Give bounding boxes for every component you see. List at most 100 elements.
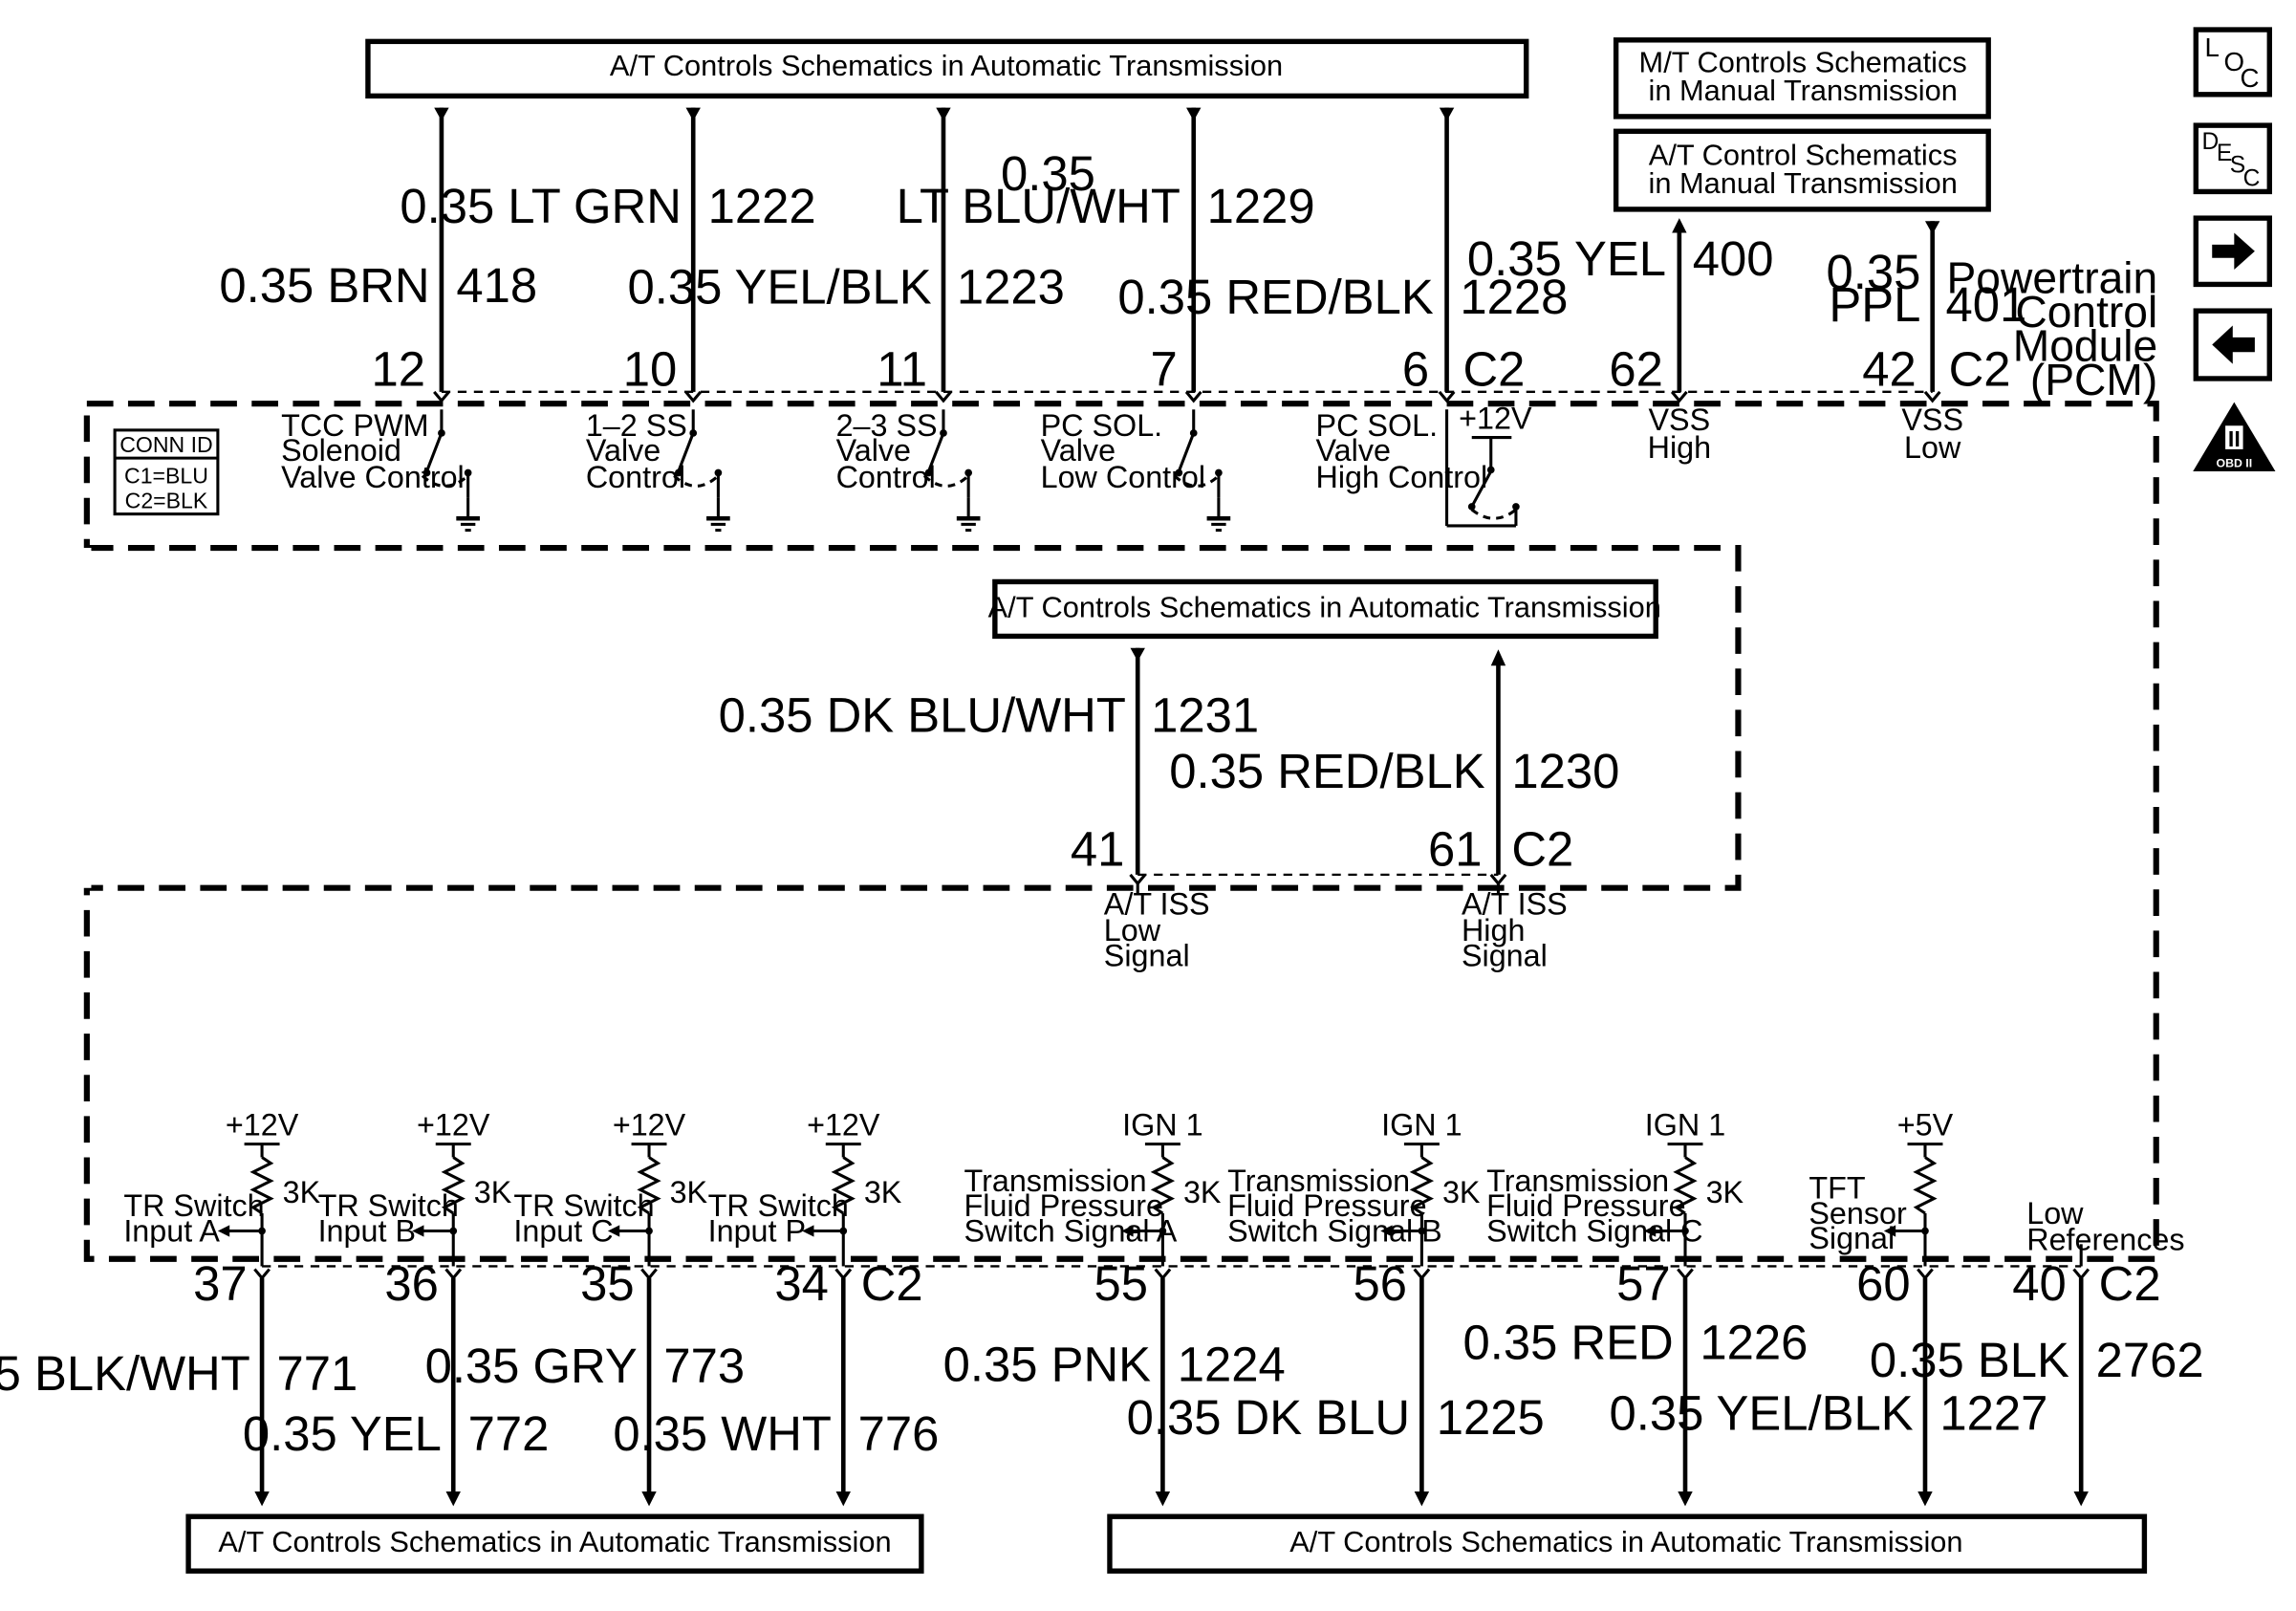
svg-text:+12V: +12V <box>1459 401 1532 435</box>
supply-label-60: +5V <box>1897 1107 1954 1142</box>
svg-text:C: C <box>2240 63 2259 93</box>
wire-1229-gauge-line2: LT BLU/WHT <box>897 179 1180 233</box>
svg-text:VSS: VSS <box>1901 403 1963 437</box>
pc-sol-low-driver: PC SOL. Valve Low Control <box>1041 408 1231 531</box>
wire-1223-circuit: 1223 <box>957 259 1065 314</box>
desc-icon[interactable]: D E S C <box>2193 122 2272 195</box>
bottom-left-destination-label: A/T Controls Schematics in Automatic Tra… <box>218 1525 891 1558</box>
wire-401-gauge-line1: 0.35 <box>1826 245 1920 299</box>
resistor-label-57: 3K <box>1706 1175 1744 1209</box>
supply-label-35: +12V <box>613 1107 686 1142</box>
middle-destination-label: A/T Controls Schematics in Automatic Tra… <box>988 590 1661 623</box>
input-label-60-line2: Sensor <box>1809 1196 1907 1230</box>
bottom-left-destination-box[interactable]: A/T Controls Schematics in Automatic Tra… <box>185 1513 924 1574</box>
wire-771-gauge: 0.35 BLK/WHT <box>0 1346 250 1401</box>
connector-c2-vss: C2 <box>1949 342 2011 397</box>
top-destination-box[interactable]: A/T Controls Schematics in Automatic Tra… <box>365 38 1529 99</box>
wire-1229-circuit: 1229 <box>1207 179 1315 233</box>
svg-text:High Control: High Control <box>1316 460 1488 494</box>
svg-text:Valve: Valve <box>836 433 911 468</box>
wire-1222-circuit: 1222 <box>708 179 816 233</box>
svg-text:C2=BLK: C2=BLK <box>125 488 208 512</box>
at-in-mt-box[interactable]: A/T Control Schematics in Manual Transmi… <box>1613 128 1991 212</box>
wire-1225-circuit: 1225 <box>1437 1390 1545 1445</box>
input-label-37-line2: Input A <box>123 1213 220 1248</box>
svg-text:II: II <box>2228 426 2241 451</box>
low-references-label: Low References <box>2026 1196 2184 1257</box>
obd-ii-icon[interactable]: II OBD II <box>2193 402 2276 471</box>
wire-1226-circuit: 1226 <box>1700 1315 1808 1369</box>
connector-c2-iss: C2 <box>1511 822 1573 877</box>
input-label-57-line2: Fluid Pressure <box>1486 1188 1685 1223</box>
wire-771-circuit: 771 <box>276 1346 357 1401</box>
tcc-pwm-driver: TCC PWM Solenoid Valve Control <box>281 408 480 531</box>
input-label-35-line1: TR Switch <box>513 1188 654 1223</box>
vss-low-label: VSS Low <box>1901 403 1963 465</box>
svg-text:Signal: Signal <box>1104 938 1190 972</box>
input-label-56-line3: Switch Signal B <box>1227 1213 1442 1248</box>
ss23-driver: 2–3 SS Valve Control <box>836 408 981 531</box>
svg-text:OBD II: OBD II <box>2217 456 2253 469</box>
mt-controls-box[interactable]: M/T Controls Schematics in Manual Transm… <box>1613 37 1991 120</box>
input-label-56-line1: Transmission <box>1227 1164 1410 1198</box>
iss-low-label: A/T ISS Low Signal <box>1104 886 1210 972</box>
svg-text:D: D <box>2201 129 2219 155</box>
at-mt-box-line1: A/T Control Schematics <box>1649 139 1958 172</box>
pin-35: 35 <box>580 1256 635 1311</box>
pcm-module-label: Powertrain Control Module (PCM) <box>1946 253 2157 404</box>
pin-11: 11 <box>877 342 927 397</box>
connector-c2-top: C2 <box>1463 342 1526 397</box>
svg-text:VSS: VSS <box>1648 403 1710 437</box>
wire-401-gauge-line2: PPL <box>1829 277 1920 332</box>
arrow-left-icon[interactable] <box>2193 308 2272 381</box>
svg-text:C: C <box>2243 165 2261 191</box>
svg-text:Low: Low <box>1904 430 1961 465</box>
svg-text:TCC PWM: TCC PWM <box>281 408 428 443</box>
supply-label-55: IGN 1 <box>1122 1107 1202 1142</box>
svg-text:Signal: Signal <box>1462 938 1548 972</box>
svg-text:Valve: Valve <box>586 433 661 468</box>
svg-text:CONN ID: CONN ID <box>119 432 212 457</box>
pin-6: 6 <box>1402 342 1429 397</box>
supply-label-36: +12V <box>417 1107 490 1142</box>
svg-text:Control: Control <box>586 460 685 494</box>
pin-42: 42 <box>1862 342 1917 397</box>
input-label-57-line3: Switch Signal C <box>1486 1213 1702 1248</box>
wire-772-gauge: 0.35 YEL <box>243 1406 442 1461</box>
supply-label-37: +12V <box>226 1107 299 1142</box>
svg-text:PC SOL.: PC SOL. <box>1316 408 1439 443</box>
pin-10: 10 <box>623 342 678 397</box>
supply-label-57: IGN 1 <box>1645 1107 1725 1142</box>
svg-text:Low: Low <box>2026 1196 2084 1230</box>
ss12-driver: 1–2 SS Valve Control <box>586 408 730 531</box>
mt-box-line2: in Manual Transmission <box>1649 74 1958 107</box>
supply-label-56: IGN 1 <box>1381 1107 1462 1142</box>
input-label-36-line2: Input B <box>318 1213 416 1248</box>
wire-418-circuit: 418 <box>456 258 537 313</box>
pin-55: 55 <box>1094 1256 1148 1311</box>
svg-text:A/T ISS: A/T ISS <box>1462 886 1568 921</box>
pin-36: 36 <box>384 1256 439 1311</box>
pin-7: 7 <box>1151 342 1178 397</box>
bottom-right-destination-box[interactable]: A/T Controls Schematics in Automatic Tra… <box>1107 1513 2148 1574</box>
connector-c2-bottom-34: C2 <box>861 1256 923 1311</box>
svg-text:(PCM): (PCM) <box>2030 355 2157 404</box>
svg-text:Low: Low <box>1104 913 1161 947</box>
wire-400-gauge: 0.35 YEL <box>1467 231 1666 286</box>
wire-1224-circuit: 1224 <box>1178 1338 1286 1392</box>
svg-text:Valve: Valve <box>1041 433 1116 468</box>
connector-c2-bottom-40: C2 <box>2099 1256 2161 1311</box>
loc-icon[interactable]: L O C <box>2193 27 2272 98</box>
vss-high-label: VSS High <box>1648 403 1712 465</box>
wire-776-gauge: 0.35 WHT <box>613 1406 832 1461</box>
arrow-right-icon[interactable] <box>2193 215 2272 288</box>
middle-destination-box[interactable]: A/T Controls Schematics in Automatic Tra… <box>988 578 1661 640</box>
mt-box-line1: M/T Controls Schematics <box>1639 46 1967 79</box>
